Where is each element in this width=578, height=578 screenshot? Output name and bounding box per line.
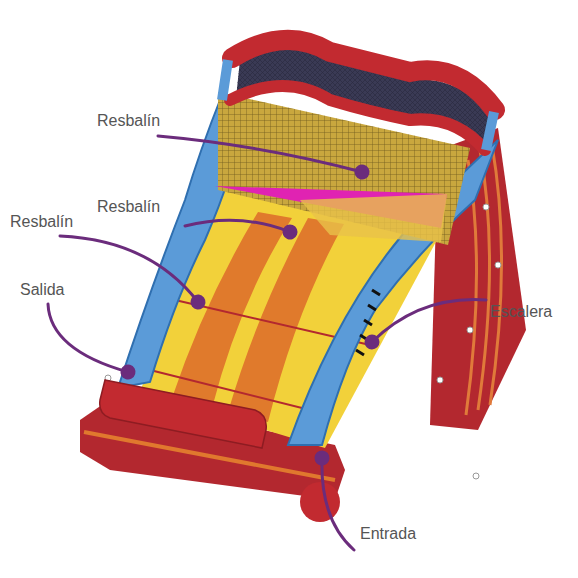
left-wall	[118, 95, 228, 388]
leader-line	[60, 236, 198, 302]
leader-line	[48, 304, 128, 372]
leader-line	[158, 136, 362, 172]
part-label: Salida	[20, 280, 64, 299]
entrance-step	[300, 482, 340, 522]
part-label: Resbalín	[97, 197, 160, 216]
arch-posts	[222, 60, 494, 150]
part-label: Entrada	[360, 524, 416, 543]
exit-bumper	[100, 380, 267, 448]
leader-line	[322, 458, 354, 550]
leader-line	[372, 300, 486, 342]
part-label: Escalera	[490, 302, 552, 321]
leader-line	[185, 220, 290, 232]
platform	[300, 194, 447, 242]
part-label: Resbalín	[97, 111, 160, 130]
ladder	[356, 290, 380, 355]
part-label: Resbalín	[10, 212, 73, 231]
top-arch	[232, 40, 495, 110]
top-arch	[230, 86, 485, 150]
